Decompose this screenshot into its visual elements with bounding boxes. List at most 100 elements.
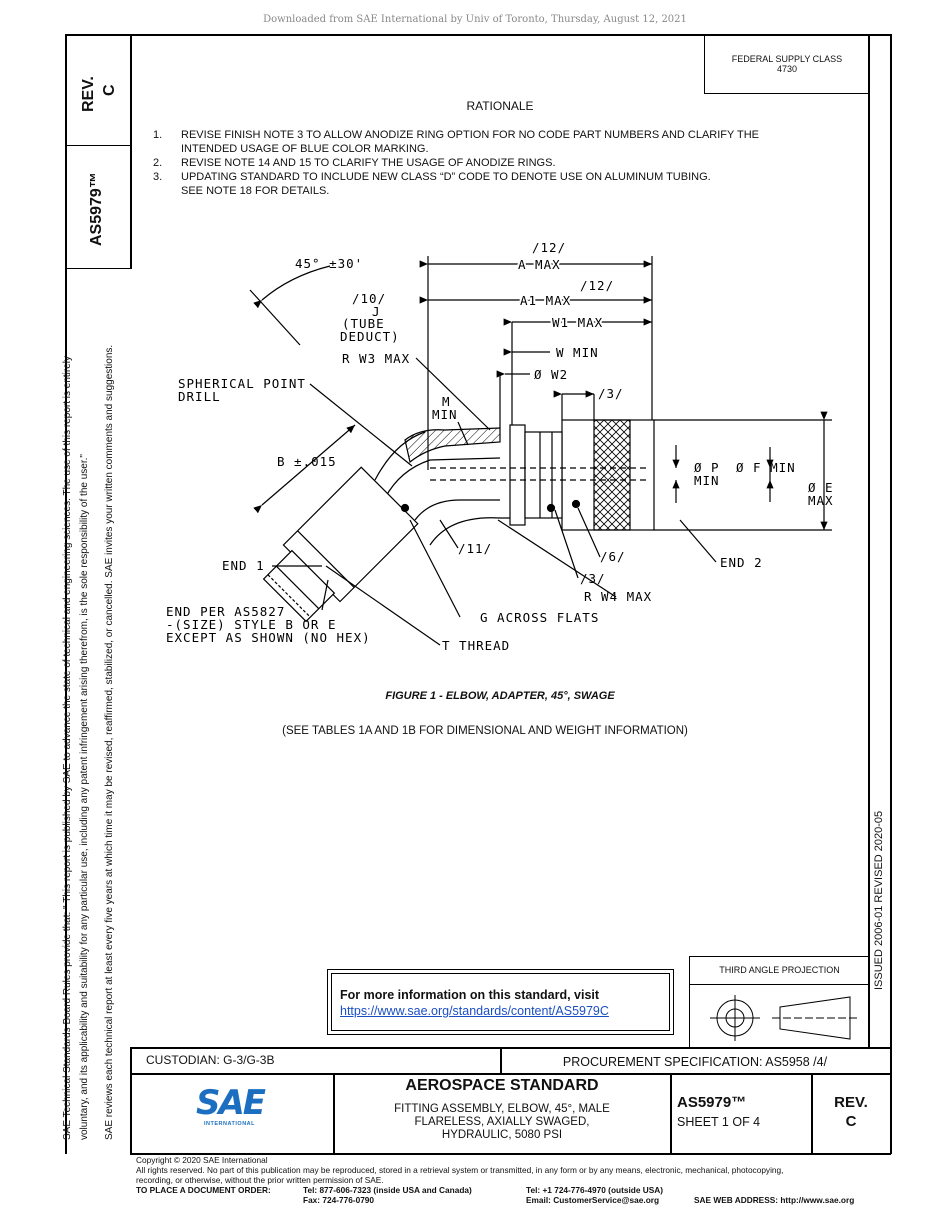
rationale-num: 1. [153,129,163,141]
dim-note3-bot: /3/ [580,571,606,586]
federal-supply-label: FEDERAL SUPPLY CLASS [731,54,843,64]
standard-link[interactable]: https://www.sae.org/standards/content/AS… [340,1004,609,1018]
dim-tube-deduct-2: DEDUCT) [340,329,400,344]
footer-order-row: TO PLACE A DOCUMENT ORDER: Tel: 877-606-… [136,1185,896,1205]
dim-m: M [442,394,451,409]
rationale-text: REVISE FINISH NOTE 3 TO ALLOW ANODIZE RI… [181,128,759,156]
title-bottom-line [130,1153,891,1155]
figure-caption: FIGURE 1 - ELBOW, ADAPTER, 45°, SWAGE [385,690,615,702]
rationale-text: UPDATING STANDARD TO INCLUDE NEW CLASS “… [181,170,711,198]
dim-m-min: MIN [432,407,458,422]
dim-a-note: /12/ [532,240,566,255]
issued-revised: ISSUED 2006-01 REVISED 2020-05 [873,810,885,990]
rev-divider [811,1073,813,1154]
dim-tube-deduct-1: (TUBE [342,316,385,331]
dim-end1: END 1 [222,558,265,573]
frame-right [890,34,892,1154]
standard-title: AEROSPACE STANDARD [405,1077,599,1094]
rationale-line: REVISE FINISH NOTE 3 TO ALLOW ANODIZE RI… [181,129,760,141]
frame-left [65,34,67,1154]
dim-a1-max: A1 MAX [520,293,571,308]
standard-description: FITTING ASSEMBLY, ELBOW, 45°, MALE FLARE… [334,1103,670,1142]
footer-rights-2: recording, or otherwise, without the pri… [136,1175,384,1185]
sae-logo: SAE INTERNATIONAL [196,1085,276,1135]
custodian: CUSTODIAN: G-3/G-3B [146,1053,275,1067]
title-doc-number: AS5979™ [677,1094,747,1111]
dim-phi-e: Ø E [808,480,834,495]
dim-phi-p: Ø P [694,460,720,475]
rationale-num: 3. [153,171,163,183]
logo-divider [333,1073,335,1154]
footer-tel-intl: Tel: +1 724-776-4970 (outside USA) [526,1185,664,1195]
footer-order-label: TO PLACE A DOCUMENT ORDER: [136,1185,271,1195]
rationale-item: 1. REVISE FINISH NOTE 3 TO ALLOW ANODIZE… [153,128,759,156]
dim-b: B ±.015 [277,454,337,469]
title-rev-value: C [845,1113,857,1130]
frame-top [65,34,891,36]
dim-w1-max: W1 MAX [552,315,603,330]
desc-line: HYDRAULIC, 5080 PSI [441,1129,563,1141]
frame-col-divider [130,34,132,269]
dim-r-w4: R W4 MAX [584,589,652,604]
procurement-spec: PROCUREMENT SPECIFICATION: AS5958 /4/ [562,1055,828,1069]
projection-label: THIRD ANGLE PROJECTION [719,965,840,975]
rationale-line: UPDATING STANDARD TO INCLUDE NEW CLASS “… [181,171,711,183]
dim-note6: /6/ [600,549,626,564]
sae-logo-sub: INTERNATIONAL [204,1121,256,1127]
footer-copyright: Copyright © 2020 SAE International [136,1155,268,1165]
rationale-line: INTENDED USAGE OF BLUE COLOR MARKING. [181,143,429,155]
title-top-line [130,1047,891,1049]
footer-email: Email: CustomerService@sae.org [526,1195,660,1205]
dim-j: J [372,304,381,319]
info-box: For more information on this standard, v… [327,969,674,1035]
left-rev-block [66,35,130,146]
desc-line: FITTING ASSEMBLY, ELBOW, 45°, MALE [394,1103,610,1115]
dim-end2: END 2 [720,555,763,570]
dim-j-note: /10/ [352,291,386,306]
rationale-item: 3. UPDATING STANDARD TO INCLUDE NEW CLAS… [153,170,759,198]
end1-thread [262,549,336,623]
desc-line: FLARELESS, AXIALLY SWAGED, [414,1116,590,1128]
download-banner: Downloaded from SAE International by Uni… [263,14,687,25]
sheet-number: SHEET 1 OF 4 [677,1115,761,1129]
hex-body [524,431,563,519]
rationale-text: REVISE NOTE 14 AND 15 TO CLARIFY THE USA… [181,157,556,169]
info-heading: For more information on this standard, v… [340,988,600,1002]
title-left-line [130,1047,132,1154]
desc-divider [670,1073,672,1154]
dim-phi-w2: Ø W2 [534,367,568,382]
dim-g-flats: G ACROSS FLATS [480,610,599,625]
federal-supply-box: FEDERAL SUPPLY CLASS 4730 [704,34,869,94]
title-mid-line [130,1073,891,1075]
footer-web: SAE WEB ADDRESS: http://www.sae.org [694,1195,855,1205]
dim-spherical-1: SPHERICAL POINT [178,376,306,391]
footer-tel-us: Tel: 877-606-7323 (inside USA and Canada… [303,1185,472,1195]
dim-e-max: MAX [808,493,834,508]
dim-p-min: MIN [694,473,720,488]
dim-end-per-3: EXCEPT AS SHOWN (NO HEX) [166,630,371,645]
footer: Copyright © 2020 SAE International All r… [136,1155,896,1205]
dim-a1-note: /12/ [580,278,614,293]
rationale-title: RATIONALE [466,99,534,113]
rationale-item: 2. REVISE NOTE 14 AND 15 TO CLARIFY THE … [153,156,759,170]
left-doc-block [66,146,130,269]
rationale-line: SEE NOTE 18 FOR DETAILS. [181,185,330,197]
info-box-inner: For more information on this standard, v… [331,973,670,1031]
dim-note11: /11/ [458,541,492,556]
title-rev-label: REV. [834,1094,868,1111]
dim-phi-f: Ø F MIN [736,460,796,475]
frame-inner-right [868,34,870,1048]
dim-end-per-2: -(SIZE) STYLE B OR E [166,617,337,632]
projection-box: THIRD ANGLE PROJECTION [689,956,869,1048]
dim-end-per-1: END PER AS5827 [166,604,285,619]
custodian-divider [500,1047,502,1073]
rationale-list: 1. REVISE FINISH NOTE 3 TO ALLOW ANODIZE… [153,128,759,198]
fitting-drawing: 45° ±30' /12/ A MAX /12/ A1 MAX /10/ J (… [166,240,834,653]
dim-r-w3: R W3 MAX [342,351,410,366]
elbow-wall [404,427,501,464]
dim-angle: 45° ±30' [295,256,363,271]
dim-spherical-2: DRILL [178,389,221,404]
dim-note3-top: /3/ [598,386,624,401]
knurl-band [593,419,631,531]
footer-rights-1: All rights reserved. No part of this pub… [136,1165,784,1175]
